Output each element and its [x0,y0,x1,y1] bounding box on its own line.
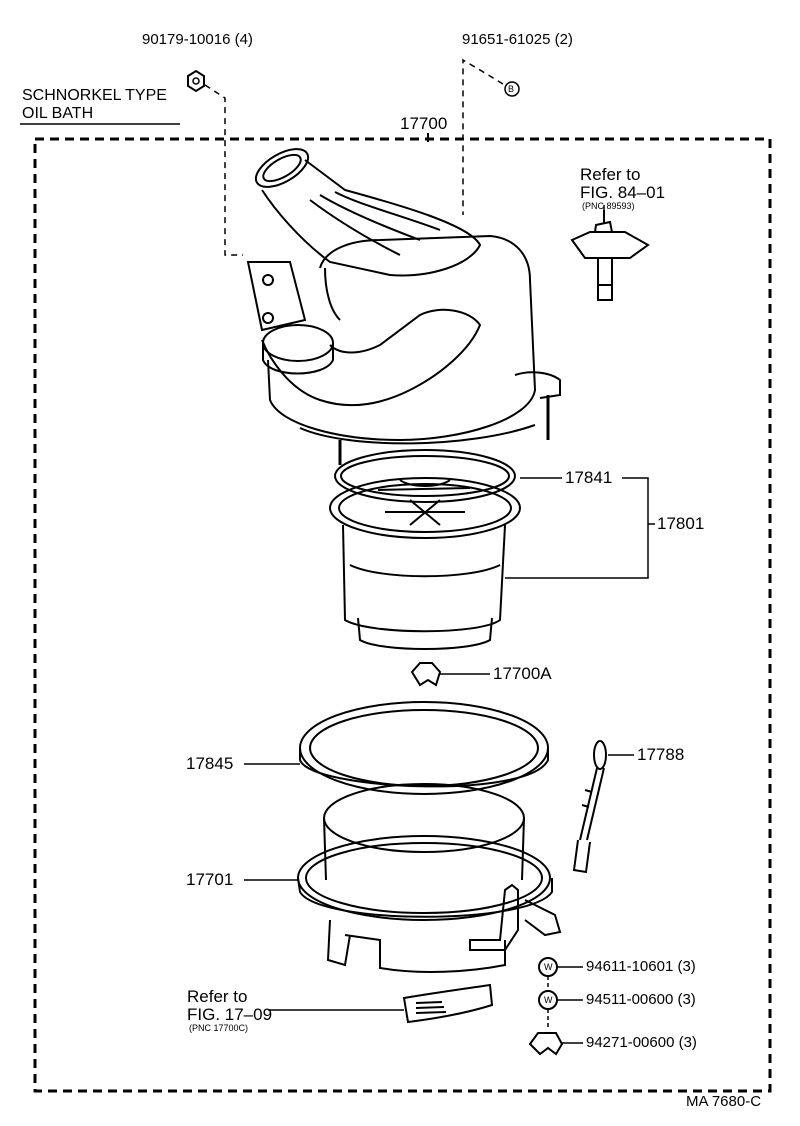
gasket-part [299,701,549,795]
washer2-symbol: W [544,995,553,1005]
bolt-b-circle [504,81,520,97]
ref-bottom-pnc: (PNC 17700C) [189,1023,249,1033]
oil-bath-case [297,783,562,973]
bolt-leader [462,58,504,215]
ref-top-pnc: (PNC 89593) [582,201,635,211]
ref-top-line1: Refer to [580,165,641,184]
callout-washer1: 94611-10601 (3) [586,958,696,975]
clip-part [410,662,442,687]
callout-gasket: 17845 [186,754,234,773]
callout-nut-top: 90179-10016 (4) [142,31,253,48]
callout-case: 17701 [186,870,234,889]
ref-top-line2: FIG. 84–01 [580,183,666,202]
header-line1: SCHNORKEL TYPE [22,87,167,104]
element-sub-bracket [505,477,649,579]
assembly-boundary [33,137,772,1093]
ref-bottom-line2: FIG. 17–09 [187,1005,273,1024]
callout-bolt-b: 91651-61025 (2) [462,31,573,48]
nut-icon [187,69,205,93]
figure-code: MA 7680-C [686,1093,762,1110]
callout-clip: 17700A [493,664,552,683]
filter-element [329,449,521,650]
callout-assembly: 17700 [400,114,448,133]
air-cleaner-cover [246,148,561,465]
washer1-symbol: W [544,962,553,972]
callout-element-sub: 17801 [657,514,705,533]
callout-dipstick: 17788 [637,745,685,764]
callout-washer2: 94511-00600 (3) [586,991,696,1008]
ref-bottom-line1: Refer to [187,987,248,1006]
bolt-b-symbol: B [508,84,515,94]
nut-icon [528,1032,564,1056]
bracket-part [402,983,494,1024]
callout-element: 17841 [565,468,613,487]
nut-leader [204,84,243,256]
dipstick-part [572,740,607,874]
callout-nut-bottom: 94271-00600 (3) [586,1034,697,1051]
header-line2: OIL BATH [22,105,94,122]
actuator-part [570,210,650,301]
